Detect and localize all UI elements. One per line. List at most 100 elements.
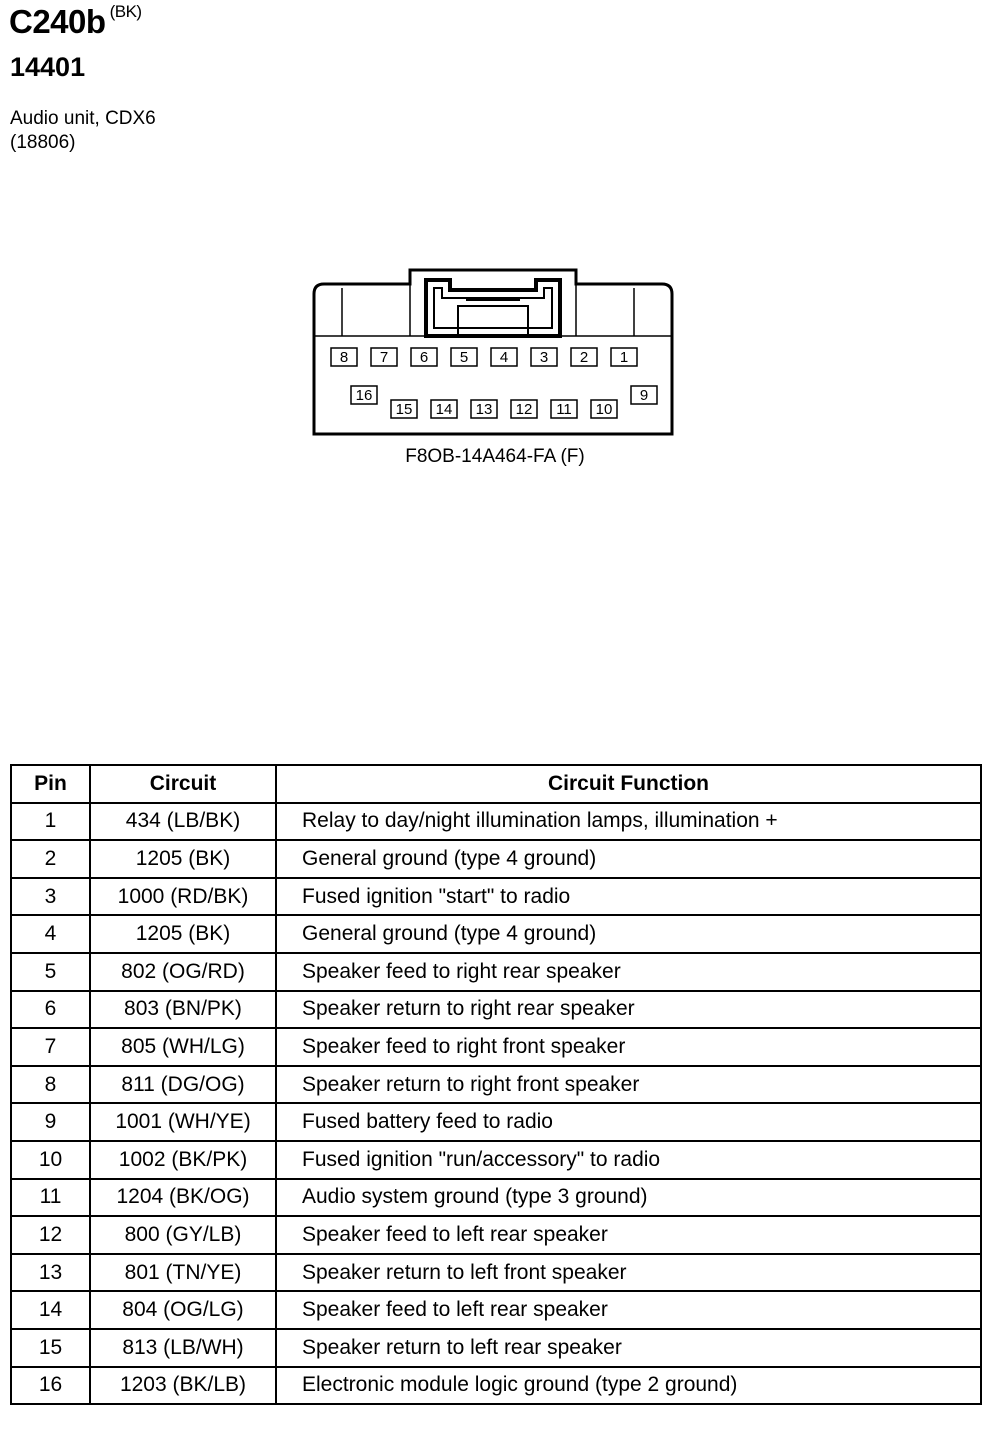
part-number: 14401 [10, 52, 86, 82]
function-cell: Speaker feed to left rear speaker [275, 1215, 982, 1255]
circuit-cell: 1204 (BK/OG) [89, 1177, 277, 1218]
pin-cavity-box [490, 347, 518, 367]
pin-cavity-box [410, 347, 438, 367]
pin-cell: 7 [10, 1027, 91, 1067]
pin-cavity: 15 [390, 399, 418, 419]
function-cell: Fused ignition "run/accessory" to radio [275, 1139, 982, 1180]
circuit-cell: 434 (LB/BK) [89, 801, 277, 842]
connector-part-code: F8OB-14A464-FA (F) [405, 446, 585, 467]
lock-tab-inner [433, 287, 553, 329]
pin-cell: 14 [10, 1290, 91, 1330]
function-cell: Speaker return to right front speaker [275, 1064, 982, 1105]
pin-number: 11 [556, 401, 572, 418]
function-cell: Speaker return to left front speaker [275, 1252, 982, 1293]
function-cell: General ground (type 4 ground) [275, 914, 982, 954]
pin-cell: 5 [10, 951, 91, 992]
circuit-cell: 1203 (BK/LB) [89, 1365, 277, 1406]
pin-cell: 12 [10, 1215, 91, 1255]
pin-number: 2 [580, 349, 588, 366]
pin-cavity-box [450, 347, 478, 367]
function-cell: Fused ignition "start" to radio [275, 876, 982, 917]
pin-cavity: 11 [550, 399, 578, 419]
pin-cavity: 9 [630, 385, 658, 405]
pin-cavity-box [610, 347, 638, 367]
pin-number: 9 [640, 387, 648, 404]
pin-number: 15 [396, 401, 413, 418]
header-circuit-function: Circuit Function [275, 764, 982, 804]
pin-cavity: 10 [590, 399, 618, 419]
connector-housing [312, 268, 674, 436]
circuit-cell: 1205 (BK) [89, 914, 277, 954]
pin-number: 14 [436, 401, 453, 418]
circuit-cell: 1205 (BK) [89, 839, 277, 879]
function-cell: Speaker feed to right rear speaker [275, 951, 982, 992]
pin-cavity: 8 [330, 347, 358, 367]
pin-number: 4 [500, 349, 508, 366]
lock-latch [457, 305, 529, 337]
circuit-cell: 1002 (BK/PK) [89, 1139, 277, 1180]
pin-cavity-box [430, 399, 458, 419]
pin-number: 13 [476, 401, 493, 418]
circuit-cell: 802 (OG/RD) [89, 951, 277, 992]
circuit-cell: 813 (LB/WH) [89, 1327, 277, 1368]
pin-number: 12 [516, 401, 533, 418]
function-cell: Speaker feed to right front speaker [275, 1027, 982, 1067]
pin-cell: 3 [10, 876, 91, 917]
pin-number: 3 [540, 349, 548, 366]
connector-title: C240b(BK) [9, 2, 142, 41]
pin-cell: 1 [10, 801, 91, 842]
pin-cell: 15 [10, 1327, 91, 1368]
pin-number: 7 [380, 349, 388, 366]
pin-cavity-box [330, 347, 358, 367]
pin-cavity-box [530, 347, 558, 367]
pin-cavity: 3 [530, 347, 558, 367]
pin-cavity: 1 [610, 347, 638, 367]
pin-cell: 9 [10, 1102, 91, 1142]
pin-cavity-box [390, 399, 418, 419]
function-cell: Speaker return to right rear speaker [275, 989, 982, 1030]
function-cell: Fused battery feed to radio [275, 1102, 982, 1142]
circuit-cell: 805 (WH/LG) [89, 1027, 277, 1067]
pin-cavity: 6 [410, 347, 438, 367]
component-description: Audio unit, CDX6 [10, 108, 156, 129]
pin-number: 8 [340, 349, 348, 366]
pin-cell: 4 [10, 914, 91, 954]
table-header-row: Pin Circuit Circuit Function [10, 764, 982, 804]
connector-color: (BK) [109, 2, 143, 21]
pin-cavity: 16 [350, 385, 378, 405]
pin-cavity-box [350, 385, 378, 405]
pin-cavity-box [510, 399, 538, 419]
function-cell: Speaker feed to left rear speaker [275, 1290, 982, 1330]
pin-cell: 11 [10, 1177, 91, 1218]
pin-cavity: 14 [430, 399, 458, 419]
pin-number: 1 [620, 349, 628, 366]
pin-cavity: 12 [510, 399, 538, 419]
pin-cavity-box [550, 399, 578, 419]
component-reference: (18806) [10, 132, 76, 153]
pin-cell: 16 [10, 1365, 91, 1406]
function-cell: Audio system ground (type 3 ground) [275, 1177, 982, 1218]
header-circuit: Circuit [89, 764, 277, 804]
circuit-cell: 811 (DG/OG) [89, 1064, 277, 1105]
lock-tab-outer [424, 278, 562, 338]
pin-cell: 10 [10, 1139, 91, 1180]
pin-cavity-box [470, 399, 498, 419]
pin-cell: 8 [10, 1064, 91, 1105]
function-cell: Speaker return to left rear speaker [275, 1327, 982, 1368]
circuit-cell: 1001 (WH/YE) [89, 1102, 277, 1142]
